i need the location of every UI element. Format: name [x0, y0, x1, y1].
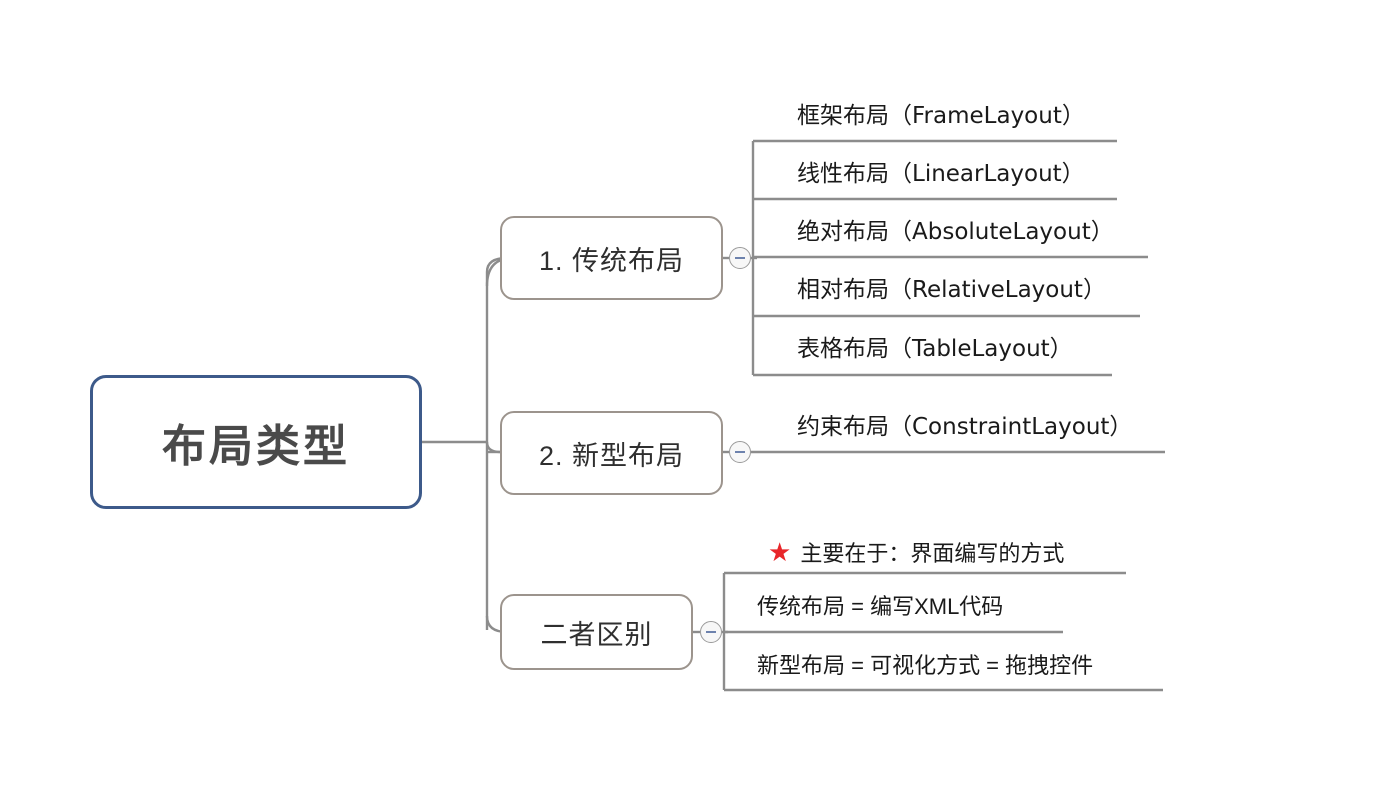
root-node-label: 布局类型	[162, 422, 350, 471]
leaf-frame-layout[interactable]: 框架布局（FrameLayout）	[797, 103, 1085, 129]
leaf-traditional-equals-xml[interactable]: 传统布局 = 编写XML代码	[757, 594, 1004, 619]
collapse-toggle-new-layout[interactable]	[729, 441, 751, 463]
leaf-table-layout[interactable]: 表格布局（TableLayout）	[797, 336, 1073, 362]
leaf-new-equals-visual[interactable]: 新型布局 = 可视化方式 = 拖拽控件	[757, 653, 1094, 678]
branch-node-label: 二者区别	[540, 619, 653, 650]
branch-node-new-layout[interactable]: 2. 新型布局	[500, 411, 723, 495]
leaf-difference-summary[interactable]: ★ 主要在于：界面编写的方式	[768, 536, 1064, 568]
root-node[interactable]: 布局类型	[90, 375, 422, 509]
branch-node-label: 2. 新型布局	[538, 440, 685, 471]
leaf-difference-summary-label: 主要在于：界面编写的方式	[800, 541, 1065, 566]
branch-node-label: 1. 传统布局	[538, 245, 685, 276]
leaf-constraint-layout[interactable]: 约束布局（ConstraintLayout）	[797, 414, 1133, 440]
leaf-absolute-layout[interactable]: 绝对布局（AbsoluteLayout）	[797, 219, 1114, 245]
collapse-toggle-difference[interactable]	[700, 621, 722, 643]
branch-node-traditional-layout[interactable]: 1. 传统布局	[500, 216, 723, 300]
leaf-relative-layout[interactable]: 相对布局（RelativeLayout）	[797, 277, 1106, 303]
leaf-linear-layout[interactable]: 线性布局（LinearLayout）	[797, 161, 1085, 187]
collapse-toggle-traditional-layout[interactable]	[729, 247, 751, 269]
red-star-icon: ★	[768, 537, 792, 567]
branch-node-difference[interactable]: 二者区别	[500, 594, 693, 670]
